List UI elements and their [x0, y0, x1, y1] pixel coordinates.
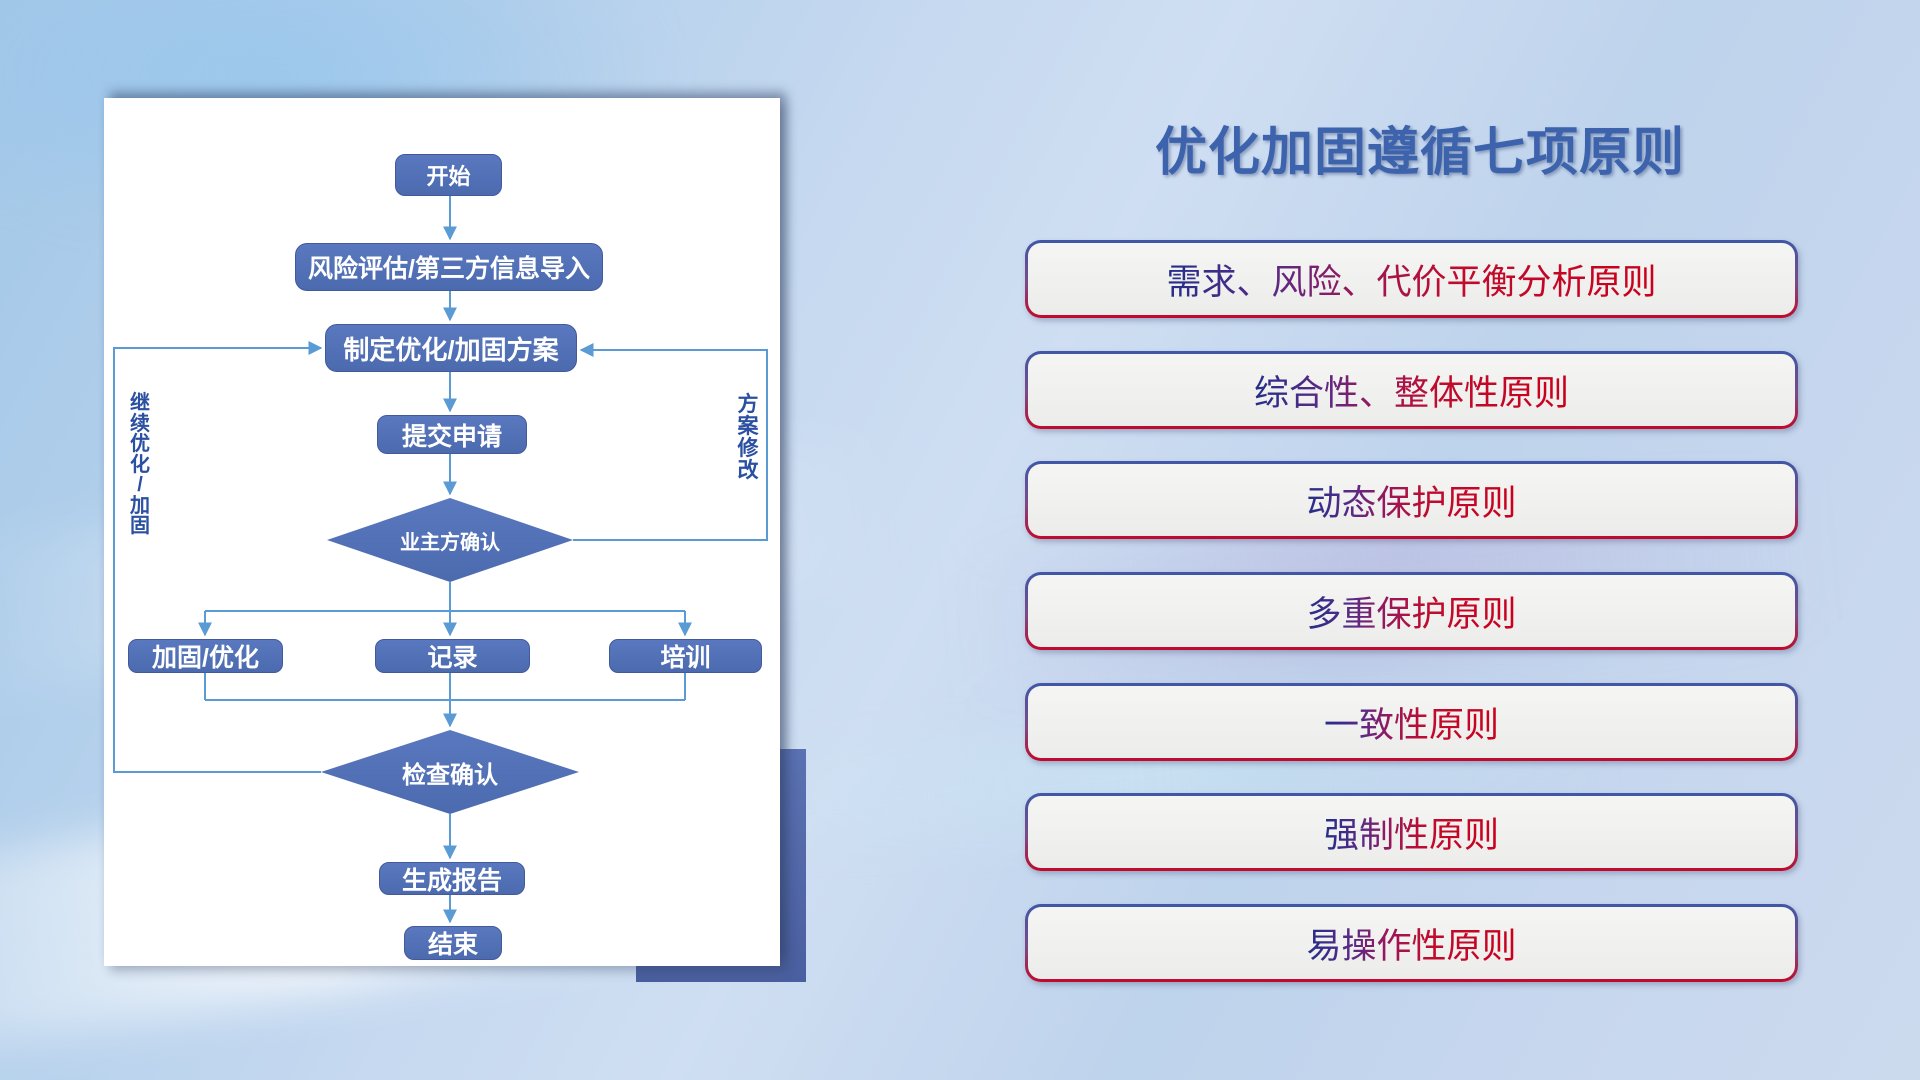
principle-item-4-inner: 多重保护原则	[1028, 575, 1795, 647]
principle-item-5-label: 一致性原则	[1324, 697, 1499, 748]
principle-item-1: 需求、风险、代价平衡分析原则	[1025, 240, 1798, 318]
principle-item-7: 易操作性原则	[1025, 904, 1798, 982]
principle-item-7-inner: 易操作性原则	[1028, 907, 1795, 979]
principle-item-6-inner: 强制性原则	[1028, 796, 1795, 868]
flow-node-end-label: 结束	[427, 931, 478, 959]
loop-label-plan-modify: 方 案 修 改	[737, 393, 759, 482]
page-title: 优化加固遵循七项原则	[1154, 124, 1685, 182]
flow-node-make-plan: 制定优化/加固方案	[325, 324, 577, 372]
flow-node-record: 记录	[375, 639, 530, 673]
loop-label-continue-optimize: 继 续 优 化 / 加 固	[130, 392, 150, 537]
flow-node-reinforce-label: 加固/优化	[152, 644, 259, 672]
flow-node-record-label: 记录	[427, 644, 478, 672]
flow-node-end: 结束	[404, 926, 502, 960]
principle-item-7-label: 易操作性原则	[1306, 918, 1516, 969]
principle-item-5-inner: 一致性原则	[1028, 686, 1795, 758]
flow-node-risk-import-label: 风险评估/第三方信息导入	[308, 255, 590, 283]
flow-node-submit: 提交申请	[377, 415, 527, 454]
principle-item-3-inner: 动态保护原则	[1028, 464, 1795, 536]
principle-item-2-inner: 综合性、整体性原则	[1028, 354, 1795, 426]
principle-item-1-label: 需求、风险、代价平衡分析原则	[1166, 254, 1656, 305]
principle-item-4-label: 多重保护原则	[1306, 586, 1516, 637]
flow-node-make-plan-label: 制定优化/加固方案	[343, 334, 559, 365]
principle-item-4: 多重保护原则	[1025, 572, 1798, 650]
flow-node-report-label: 生成报告	[401, 866, 502, 895]
flow-node-start: 开始	[395, 154, 502, 196]
flow-node-training: 培训	[609, 639, 762, 673]
flow-node-training-label: 培训	[660, 644, 711, 672]
principle-item-5: 一致性原则	[1025, 683, 1798, 761]
principle-item-6-label: 强制性原则	[1324, 807, 1499, 858]
principle-item-1-inner: 需求、风险、代价平衡分析原则	[1028, 243, 1795, 315]
principle-item-3: 动态保护原则	[1025, 461, 1798, 539]
principle-item-6: 强制性原则	[1025, 793, 1798, 871]
principle-item-2-label: 综合性、整体性原则	[1254, 365, 1569, 416]
flow-node-owner-confirm-label: 业主方确认	[400, 531, 500, 554]
flow-node-check-confirm-label: 检查确认	[402, 761, 498, 789]
flowchart-connectors	[113, 196, 768, 924]
principle-item-3-label: 动态保护原则	[1306, 475, 1516, 526]
principle-item-2: 综合性、整体性原则	[1025, 351, 1798, 429]
flowchart-card: 开始 风险评估/第三方信息导入 制定优化/加固方案 提交申请 业主方确认 加固/…	[104, 98, 780, 966]
flow-node-report: 生成报告	[379, 862, 525, 895]
flow-node-reinforce: 加固/优化	[128, 639, 283, 673]
flow-node-risk-import: 风险评估/第三方信息导入	[295, 243, 603, 291]
flow-node-submit-label: 提交申请	[401, 422, 502, 451]
flow-node-start-label: 开始	[426, 164, 471, 189]
